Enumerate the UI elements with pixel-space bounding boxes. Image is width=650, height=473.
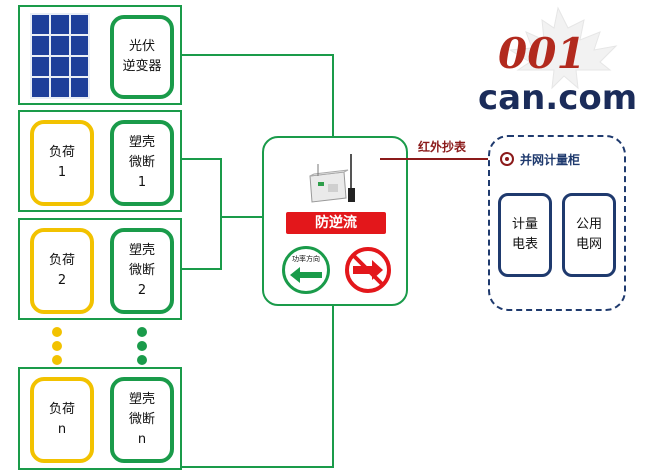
grid-metering-cabinet: 并网计量柜 计量 电表 公用 电网 xyxy=(488,135,626,311)
anti-backflow-controller: 防逆流 功率方向 xyxy=(262,136,408,306)
public-grid: 公用 电网 xyxy=(562,193,616,277)
pv-inverter: 光伏 逆变器 xyxy=(110,15,174,99)
ellipsis-dot xyxy=(52,327,62,337)
infrared-wire xyxy=(380,158,502,160)
pv-row: 光伏 逆变器 xyxy=(18,5,182,105)
solar-panel-icon xyxy=(30,13,90,99)
wire-loads-vertical xyxy=(220,158,222,270)
power-direction-icon: 功率方向 xyxy=(282,246,330,294)
ellipsis-dot xyxy=(137,355,147,365)
breaker-2: 塑壳 微断 2 xyxy=(110,228,174,314)
wire-load1-horizontal xyxy=(182,158,222,160)
watermark-domain: can.com xyxy=(478,78,638,118)
grid-cabinet-title: 并网计量柜 xyxy=(520,153,581,167)
wire-loads-to-controller xyxy=(220,216,264,218)
wire-main-vertical xyxy=(332,54,334,136)
ellipsis-dot xyxy=(52,341,62,351)
load-2: 负荷 2 xyxy=(30,228,94,314)
load-row-n: 负荷 n 塑壳 微断 n xyxy=(18,367,182,470)
watermark-logo: 001 can.com xyxy=(448,6,644,118)
load-row-1: 负荷 1 塑壳 微断 1 xyxy=(18,110,182,212)
watermark-number: 001 xyxy=(498,29,586,78)
wire-loadn-bottom xyxy=(182,466,334,468)
load-row-2: 负荷 2 塑壳 微断 2 xyxy=(18,218,182,320)
wire-pv-horizontal xyxy=(182,54,334,56)
ellipsis-dot xyxy=(137,327,147,337)
energy-meter: 计量 电表 xyxy=(498,193,552,277)
device-icon xyxy=(304,152,364,208)
breaker-n: 塑壳 微断 n xyxy=(110,377,174,463)
anti-backflow-title: 防逆流 xyxy=(286,212,386,234)
wire-controller-bottom xyxy=(332,306,334,468)
infrared-label: 红外抄表 xyxy=(418,140,467,154)
meter-target-icon xyxy=(500,152,514,166)
load-n: 负荷 n xyxy=(30,377,94,463)
breaker-1: 塑壳 微断 1 xyxy=(110,120,174,206)
wire-load2-horizontal xyxy=(182,268,222,270)
ellipsis-dot xyxy=(137,341,147,351)
power-direction-label: 功率方向 xyxy=(292,255,320,263)
ellipsis-dot xyxy=(52,355,62,365)
no-reverse-flow-icon xyxy=(344,246,392,294)
load-1: 负荷 1 xyxy=(30,120,94,206)
